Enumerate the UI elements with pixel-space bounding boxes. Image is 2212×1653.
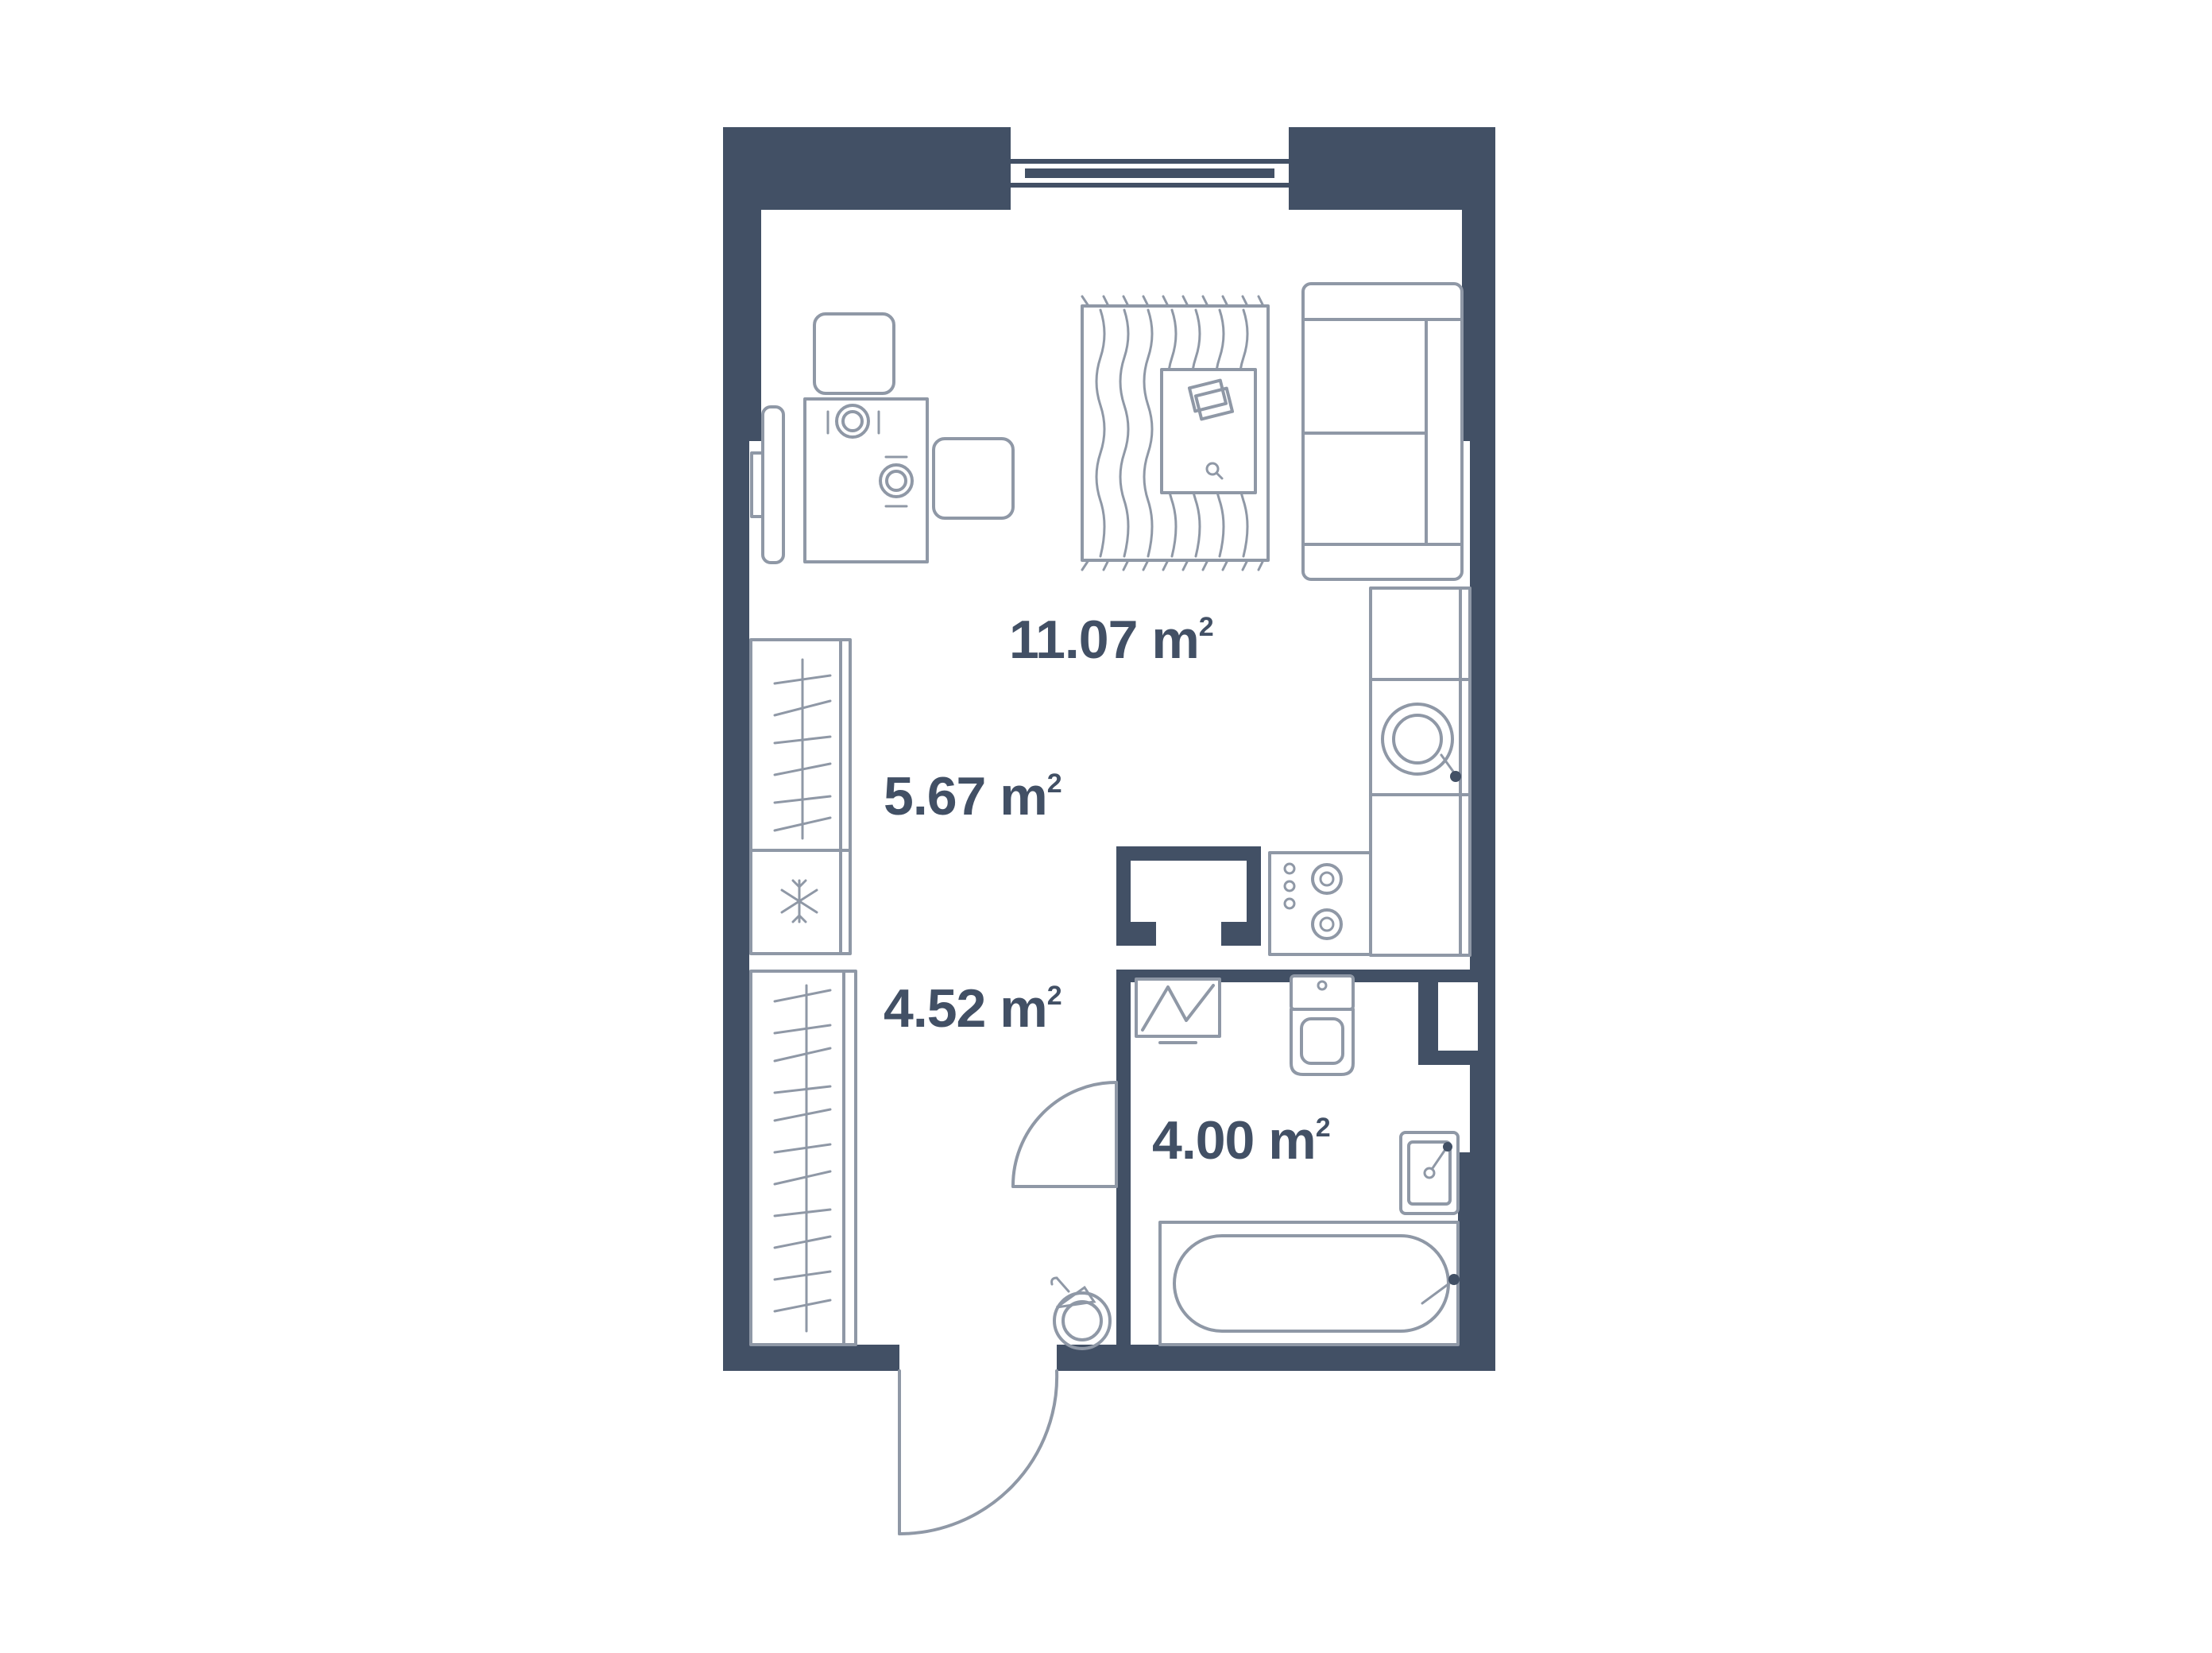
area-label-kitchen: 5.67 m2 (884, 766, 1062, 826)
sofa-icon (1301, 282, 1464, 581)
washbasin-icon (1399, 1131, 1460, 1215)
coffee-table-icon (1160, 368, 1257, 494)
door-swing-icon (1011, 1081, 1118, 1188)
dining-table-icon (803, 312, 1015, 563)
area-label-hallway: 4.52 m2 (884, 978, 1062, 1039)
chair-icon (932, 437, 1015, 520)
chair-icon (813, 312, 895, 395)
umbrella-icon (1050, 1276, 1112, 1350)
wardrobe-icon (749, 970, 857, 1346)
washing-machine-icon (1135, 977, 1221, 1044)
area-label-living-room: 11.07 m2 (1009, 610, 1213, 670)
stove-icon (1268, 851, 1372, 956)
wardrobe-icon (749, 638, 852, 852)
door-swing-icon (898, 1369, 1059, 1535)
tv-icon (750, 405, 785, 564)
sink-icon (1381, 703, 1461, 782)
window-icon (1011, 127, 1289, 210)
fridge-icon (749, 849, 852, 955)
toilet-icon (1290, 974, 1355, 1076)
area-label-bathroom: 4.00 m2 (1152, 1110, 1330, 1171)
bathtub-icon (1158, 1221, 1460, 1346)
walls (723, 127, 1495, 1371)
